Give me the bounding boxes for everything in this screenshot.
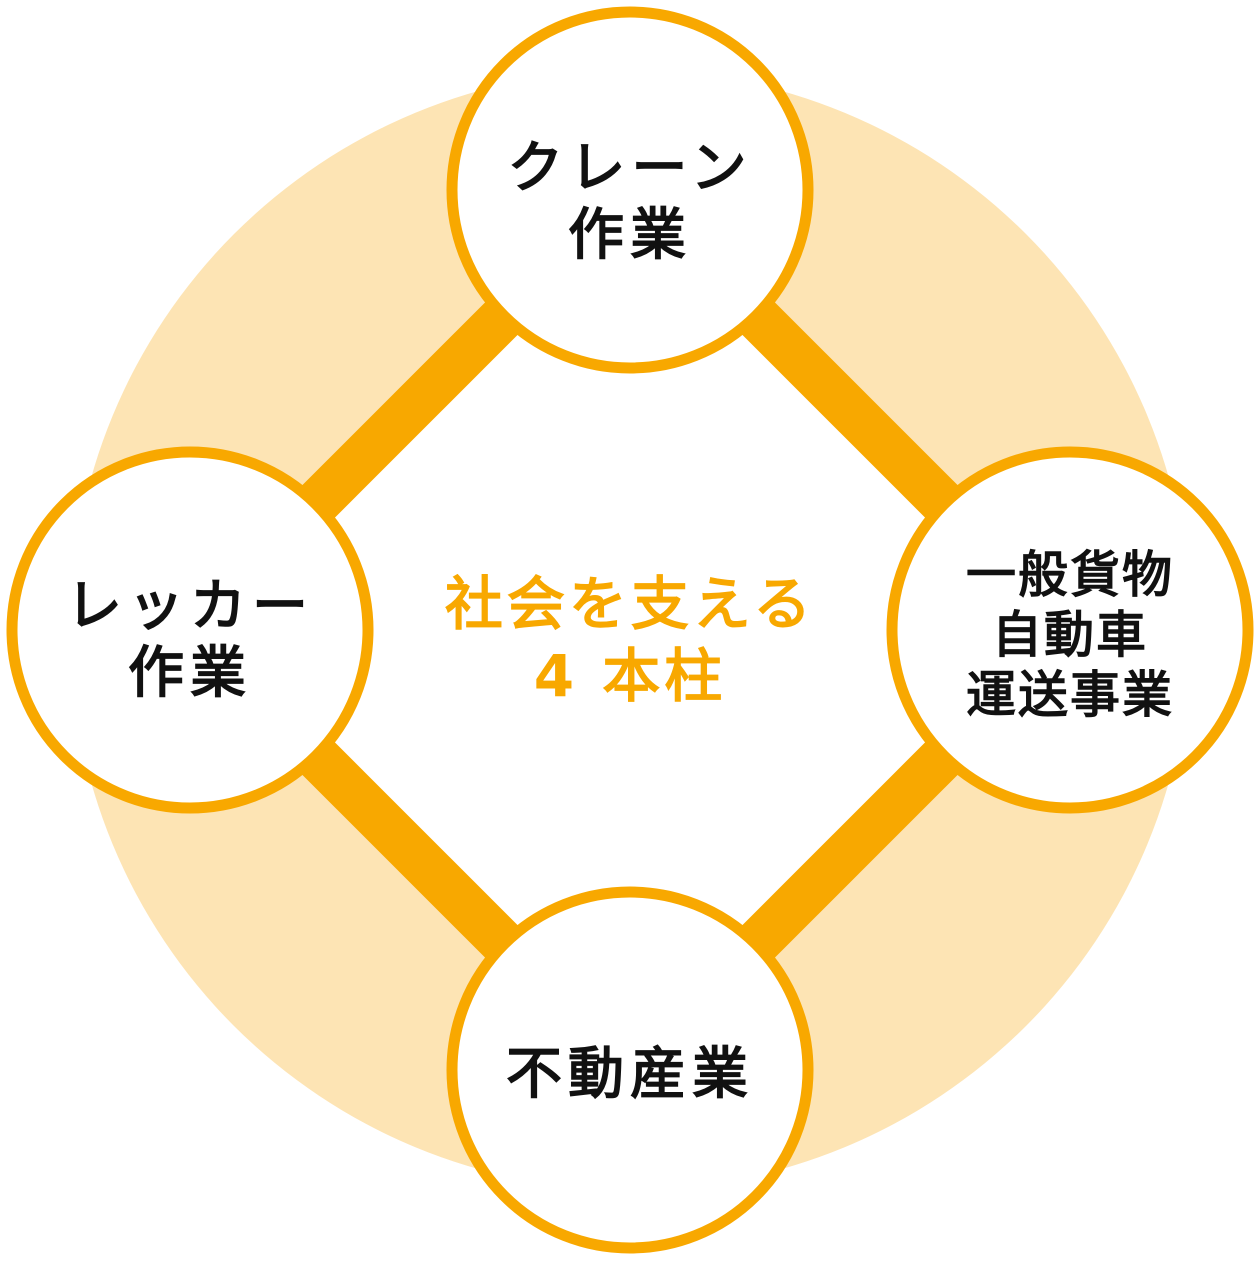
node-general-freight-line3: 運送事業: [966, 666, 1174, 724]
node-circle-left: [6, 446, 374, 814]
node-circle-top: [446, 6, 814, 374]
node-general-freight-line1: 一般貨物: [966, 546, 1174, 604]
node-general-freight-line2: 自動車: [992, 606, 1148, 664]
node-circle-right: [886, 446, 1254, 814]
node-general-freight: 一般貨物 自動車 運送事業: [892, 520, 1248, 750]
node-wrecker-work: レッカー 作業: [12, 550, 368, 730]
center-title-line1: 社会を支える: [444, 569, 816, 638]
center-title-line2: 4 本柱: [533, 642, 727, 710]
node-circle-bottom: [446, 886, 814, 1254]
node-real-estate: 不動産業: [452, 1030, 808, 1120]
node-wrecker-work-line2: 作業: [128, 641, 252, 706]
node-crane-work-line1: クレーン: [507, 135, 753, 201]
node-crane-work-line2: 作業: [568, 203, 692, 268]
node-real-estate-line1: 不動産業: [506, 1042, 754, 1108]
node-crane-work: クレーン 作業: [452, 112, 808, 292]
center-title: 社会を支える 4 本柱: [380, 540, 880, 740]
node-wrecker-work-line1: レッカー: [66, 573, 314, 639]
